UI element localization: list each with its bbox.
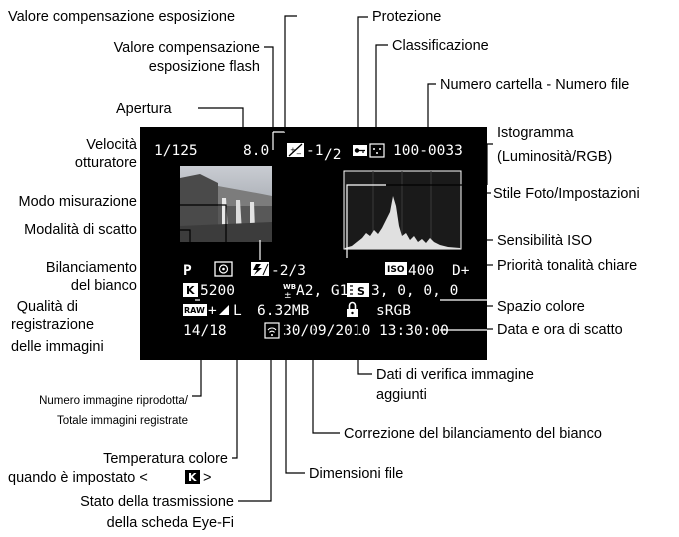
iso-value: 400 — [408, 263, 434, 279]
histogram — [343, 170, 462, 250]
rating-icon — [369, 143, 385, 158]
exposure-comp-icon: + − — [287, 143, 304, 158]
metering-icon — [214, 261, 233, 277]
label-verification-1: Dati di verifica immagine — [376, 367, 534, 383]
label-datetime: Data e ora di scatto — [497, 322, 623, 338]
label-verification-2: aggiunti — [376, 387, 427, 403]
date-time-value: 30/09/2010 13:30:00 — [283, 323, 449, 339]
svg-text:S: S — [357, 285, 365, 298]
label-quality-2: registrazione — [11, 317, 94, 333]
label-shutter-1: Velocità — [86, 137, 138, 153]
file-size-value: 6.32MB — [257, 303, 310, 319]
label-flash-comp-1: Valore compensazione — [114, 40, 260, 56]
label-quality-3: delle immagini — [11, 339, 104, 355]
image-count-value: 14/18 — [183, 323, 227, 339]
color-temp-value: 5200 — [200, 283, 235, 299]
exposure-comp-value: -1 — [306, 143, 323, 159]
svg-text:ISO: ISO — [387, 265, 405, 275]
label-wb-2: del bianco — [71, 278, 137, 294]
flash-comp-value: -2/3 — [271, 263, 306, 279]
wb-correction-value: A2, G1 — [296, 283, 348, 299]
svg-text:K: K — [188, 471, 197, 484]
label-histogram-1: Istogramma — [497, 125, 574, 141]
shutter-value: 1/125 — [154, 143, 198, 159]
label-histogram-2: (Luminosità/RGB) — [497, 149, 612, 165]
picture-style-icon: S — [347, 283, 369, 298]
callout-labels: Valore compensazione esposizione Protezi… — [8, 9, 640, 531]
label-eyefi-1: Stato della trasmissione — [80, 494, 234, 510]
label-wb-correction: Correzione del bilanciamento del bianco — [344, 426, 602, 442]
lock-icon — [347, 301, 358, 317]
wb-kelvin-icon: K — [183, 283, 198, 297]
label-color-temp-1: Temperatura colore — [103, 451, 228, 467]
svg-text:−: − — [296, 150, 302, 158]
svg-text:K: K — [186, 284, 195, 297]
aperture-value: 8.0 — [243, 143, 269, 159]
exposure-comp-fraction: /2 — [324, 147, 341, 163]
label-highlight-tone: Priorità tonalità chiare — [497, 258, 637, 274]
quality-size: L — [233, 303, 242, 319]
raw-icon: RAW — [183, 304, 207, 316]
label-color-temp-2: quando è impostato < — [8, 470, 148, 486]
label-aperture: Apertura — [116, 101, 173, 117]
label-file-size: Dimensioni file — [309, 466, 403, 482]
leader-lines-inner — [195, 131, 487, 331]
color-space-value: sRGB — [376, 303, 411, 319]
label-protection: Protezione — [372, 9, 441, 25]
quality-plus: + — [208, 303, 217, 319]
folder-file-value: 100-0033 — [393, 143, 463, 159]
protect-icon — [353, 145, 367, 156]
quality-jpeg-icon — [219, 305, 229, 315]
highlight-tone-value: D+ — [452, 263, 470, 279]
flash-comp-icon — [251, 262, 269, 276]
label-color-space: Spazio colore — [497, 299, 585, 315]
label-wb-1: Bilanciamento — [46, 260, 137, 276]
svg-text:RAW: RAW — [184, 306, 205, 315]
svg-text:±: ± — [284, 291, 292, 301]
label-playback-num-2: Totale immagini registrate — [57, 415, 188, 427]
svg-text:+: + — [290, 146, 296, 154]
iso-icon: ISO — [385, 262, 407, 275]
label-playback-num-1: Numero immagine riprodotta/ — [39, 395, 189, 407]
label-folder-file: Numero cartella - Numero file — [440, 77, 629, 93]
label-picture-style: Stile Foto/Impostazioni — [493, 186, 640, 202]
kelvin-icon — [185, 470, 200, 484]
label-metering: Modo misurazione — [19, 194, 137, 210]
mode-value: P — [183, 263, 192, 279]
thumbnail-image — [180, 166, 272, 242]
picture-style-values: 3, 0, 0, 0 — [371, 283, 458, 299]
label-color-temp-3: > — [203, 470, 211, 486]
label-shutter-2: otturatore — [75, 155, 137, 171]
label-eyefi-2: della scheda Eye-Fi — [107, 515, 234, 531]
label-exposure-comp: Valore compensazione esposizione — [8, 9, 235, 25]
wb-correction-icon: WB ± — [283, 283, 296, 301]
label-iso: Sensibilità ISO — [497, 233, 592, 249]
label-flash-comp-2: esposizione flash — [149, 59, 260, 75]
svg-text:WB: WB — [283, 283, 296, 291]
eyefi-icon — [264, 322, 280, 339]
leader-lines — [140, 15, 493, 502]
label-rating: Classificazione — [392, 38, 489, 54]
label-quality-1: Qualità di — [17, 299, 78, 315]
label-shooting-mode: Modalità di scatto — [24, 222, 137, 238]
lcd-readout: 1/125 8.0 + − -1 /2 100-0033 P — [154, 143, 470, 339]
